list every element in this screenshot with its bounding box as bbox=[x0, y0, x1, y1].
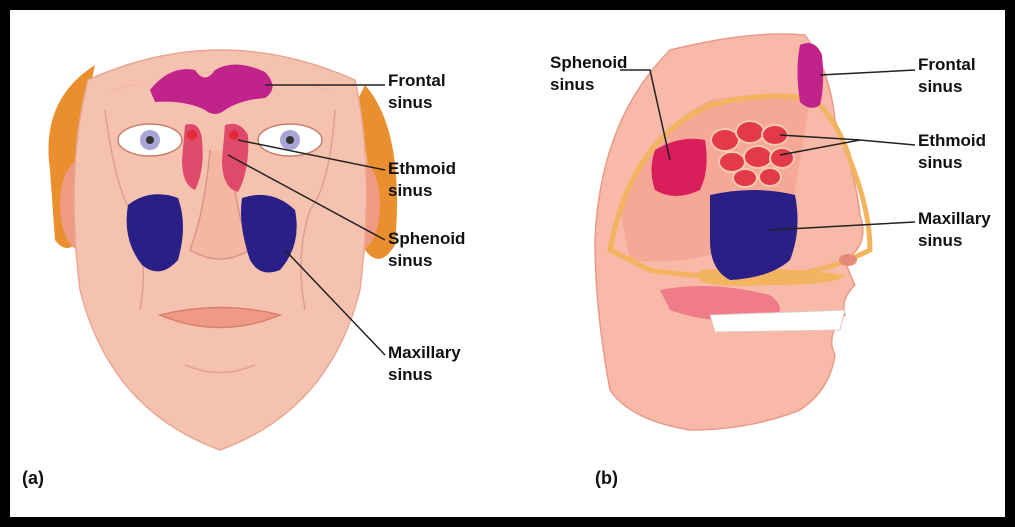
leader-line-frontal-b bbox=[820, 70, 915, 75]
label-line-1: Ethmoid bbox=[918, 130, 986, 152]
panel-tag-b: (b) bbox=[595, 468, 618, 489]
label-b-maxillary-sinus: Maxillary sinus bbox=[918, 208, 991, 252]
sinus-illustration bbox=[10, 10, 1005, 517]
label-line-1: Sphenoid bbox=[388, 228, 465, 250]
nostril bbox=[839, 254, 857, 266]
sphenoid-sinus-side bbox=[652, 139, 707, 196]
pupil-left bbox=[146, 136, 154, 144]
label-line-1: Maxillary bbox=[918, 208, 991, 230]
label-a-frontal-sinus: Frontal sinus bbox=[388, 70, 446, 114]
label-a-sphenoid-sinus: Sphenoid sinus bbox=[388, 228, 465, 272]
label-a-ethmoid-sinus: Ethmoid sinus bbox=[388, 158, 456, 202]
label-line-2: sinus bbox=[388, 92, 446, 114]
label-line-2: sinus bbox=[388, 250, 465, 272]
label-line-2: sinus bbox=[918, 152, 986, 174]
label-b-frontal-sinus: Frontal sinus bbox=[918, 54, 976, 98]
frontal-sinus-side bbox=[798, 43, 824, 108]
head-side-view bbox=[595, 34, 915, 430]
label-line-2: sinus bbox=[918, 76, 976, 98]
label-line-2: sinus bbox=[388, 364, 461, 386]
face-front-view bbox=[48, 50, 397, 450]
pupil-right bbox=[286, 136, 294, 144]
label-line-1: Maxillary bbox=[388, 342, 461, 364]
label-line-2: sinus bbox=[918, 230, 991, 252]
ethmoid-cell bbox=[229, 130, 239, 140]
label-line-1: Frontal bbox=[918, 54, 976, 76]
label-line-1: Sphenoid bbox=[550, 52, 627, 74]
label-b-ethmoid-sinus: Ethmoid sinus bbox=[918, 130, 986, 174]
label-line-1: Ethmoid bbox=[388, 158, 456, 180]
label-line-2: sinus bbox=[550, 74, 627, 96]
figure-panel: Frontal sinus Ethmoid sinus Sphenoid sin… bbox=[10, 10, 1005, 517]
label-line-2: sinus bbox=[388, 180, 456, 202]
panel-tag-a: (a) bbox=[22, 468, 44, 489]
ethmoid-cell bbox=[187, 130, 197, 140]
label-a-maxillary-sinus: Maxillary sinus bbox=[388, 342, 461, 386]
label-b-sphenoid-sinus: Sphenoid sinus bbox=[550, 52, 627, 96]
label-line-1: Frontal bbox=[388, 70, 446, 92]
